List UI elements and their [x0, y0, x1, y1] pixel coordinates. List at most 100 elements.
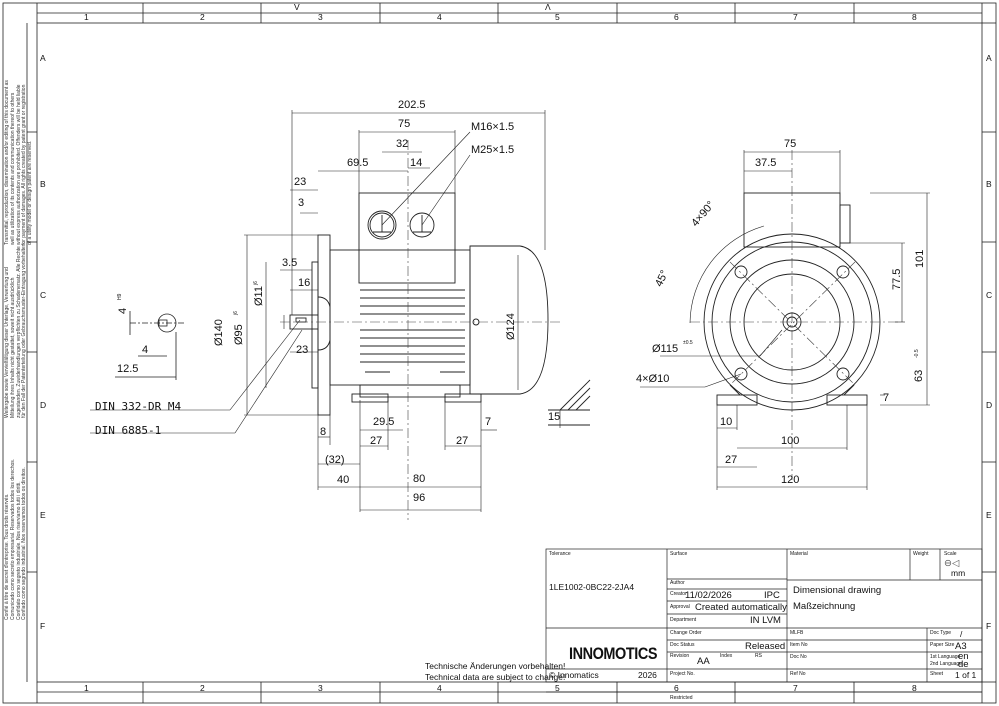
- end-dim-63: 63: [913, 369, 925, 382]
- dim-dia-95-tol: j6: [233, 311, 239, 315]
- din-332-label: DIN 332-DR M4: [95, 400, 182, 413]
- dim-69-5: 69.5: [347, 157, 369, 169]
- tb-restricted: Restricted: [670, 695, 693, 701]
- tb-project-no-label: Project No.: [670, 671, 695, 677]
- end-dim-37-5: 37.5: [755, 157, 777, 169]
- dim-202-5: 202.5: [398, 99, 426, 111]
- din-6885-label: DIN 6885-1: [95, 424, 162, 437]
- end-centerlines: [690, 150, 900, 480]
- col-label-1: 1: [84, 12, 89, 22]
- tb-lang2-value: de: [958, 659, 969, 670]
- side-centerlines: [280, 140, 560, 520]
- tb-lang1-value: en: [958, 651, 969, 662]
- tb-department-label: Department: [670, 617, 697, 623]
- dim-32-paren: (32): [325, 454, 345, 466]
- dim-dia-95: Ø95: [233, 324, 245, 345]
- row-label-a-right: A: [986, 53, 992, 63]
- dim-27-right: 27: [456, 435, 469, 447]
- top-mark-lambda: Λ: [545, 2, 551, 12]
- dim-75-box: 75: [398, 118, 411, 130]
- col-label-4: 4: [437, 12, 442, 22]
- dim-27-left: 27: [370, 435, 383, 447]
- tb-item-no-label: Item No: [790, 642, 808, 648]
- tb-revision-label: Revision: [670, 653, 690, 659]
- tb-paper-size-label: Paper Size: [930, 642, 955, 648]
- row-label-e: E: [40, 510, 46, 520]
- end-dim-101: 101: [914, 249, 926, 268]
- tb-index-label: Index: [720, 653, 733, 659]
- notice-en: Technical data are subject to change!: [425, 672, 566, 682]
- dim-80: 80: [413, 473, 426, 485]
- tb-title-en: Dimensional drawing: [793, 585, 882, 596]
- top-mark-v: V: [294, 2, 300, 12]
- dim-dia-11: Ø11: [253, 286, 265, 306]
- gland-m25: M25×1.5: [471, 144, 515, 156]
- tb-paper-size-value: A3: [955, 641, 967, 652]
- dim-96: 96: [413, 492, 426, 504]
- tb-lang2-label: 2nd Language: [930, 661, 962, 667]
- col-label-2: 2: [200, 12, 205, 22]
- dim-23-top: 23: [294, 176, 307, 188]
- row-label-d: D: [40, 400, 47, 410]
- dim-3: 3: [298, 197, 305, 209]
- dim-7-side: 7: [485, 416, 492, 428]
- tb-weight-label: Weight: [913, 551, 929, 557]
- dim-key-4: 4: [142, 344, 149, 356]
- end-dia-115: Ø115: [652, 343, 679, 355]
- col-label-8: 8: [912, 12, 917, 22]
- tb-sheet-label: Sheet: [930, 671, 944, 677]
- dim-15: 15: [548, 411, 561, 423]
- dim-dia-140: Ø140: [213, 319, 225, 346]
- side-note-mid: Weitergabe sowie Vervielfältigung dieser…: [4, 242, 28, 418]
- dim-29-5: 29.5: [373, 416, 395, 428]
- end-dim-63-tol: -0.5: [914, 349, 920, 358]
- notice-de: Technische Änderungen vorbehalten!: [425, 661, 566, 671]
- end-dim-120: 120: [781, 474, 800, 486]
- row-label-a: A: [40, 53, 46, 63]
- tb-creation-date: 11/02/2026: [685, 590, 732, 601]
- row-label-c-right: C: [986, 290, 993, 300]
- dim-dia-124: Ø124: [505, 313, 517, 340]
- tb-doc-no-label: Doc No: [790, 654, 807, 660]
- col-label-5: 5: [555, 12, 560, 22]
- tb-author-label: Author: [670, 580, 685, 586]
- tb-doc-status-label: Doc Status: [670, 642, 695, 648]
- tb-year: 2026: [638, 670, 657, 680]
- tb-change-order-label: Change Order: [670, 630, 702, 636]
- dim-14: 14: [410, 157, 423, 169]
- row-label-f: F: [40, 621, 46, 631]
- tb-doc-type-label: Doc Type: [930, 630, 952, 636]
- tb-sheet-value: 1 of 1: [955, 670, 977, 680]
- end-holes: 4×Ø10: [636, 373, 670, 385]
- dim-3-5: 3.5: [282, 257, 298, 269]
- end-dim-7: 7: [883, 392, 890, 404]
- key-detail: [115, 311, 185, 380]
- tb-department-value: IN LVM: [750, 615, 781, 626]
- gland-m16: M16×1.5: [471, 121, 515, 133]
- tb-mlfb-label: MLFB: [790, 630, 804, 636]
- title-block-lines: [545, 548, 983, 693]
- side-view: [289, 192, 591, 426]
- row-label-b-right: B: [986, 179, 992, 189]
- row-label-c: C: [40, 290, 47, 300]
- col-label-6-bottom: 6: [674, 683, 679, 693]
- col-label-7-bottom: 7: [793, 683, 798, 693]
- col-label-8-bottom: 8: [912, 683, 917, 693]
- col-label-3-bottom: 3: [318, 683, 323, 693]
- tb-doc-type-value: /: [960, 629, 963, 639]
- col-label-7: 7: [793, 12, 798, 22]
- tb-surface-label: Surface: [670, 551, 688, 557]
- tb-tolerance-label: Tolerance: [549, 551, 571, 557]
- tb-scale-label: Scale: [944, 551, 957, 557]
- tb-copyright: © Innomatics: [549, 670, 599, 680]
- col-label-5-bottom: 5: [555, 683, 560, 693]
- end-dia-115-tol: ±0.5: [683, 340, 693, 346]
- dim-40: 40: [337, 474, 350, 486]
- row-label-d-right: D: [986, 400, 993, 410]
- end-dim-27: 27: [725, 454, 738, 466]
- dim-dia-11-tol: j6: [253, 281, 259, 285]
- projection-symbol-icon: ⊖◁: [944, 558, 960, 569]
- dim-16: 16: [298, 277, 311, 289]
